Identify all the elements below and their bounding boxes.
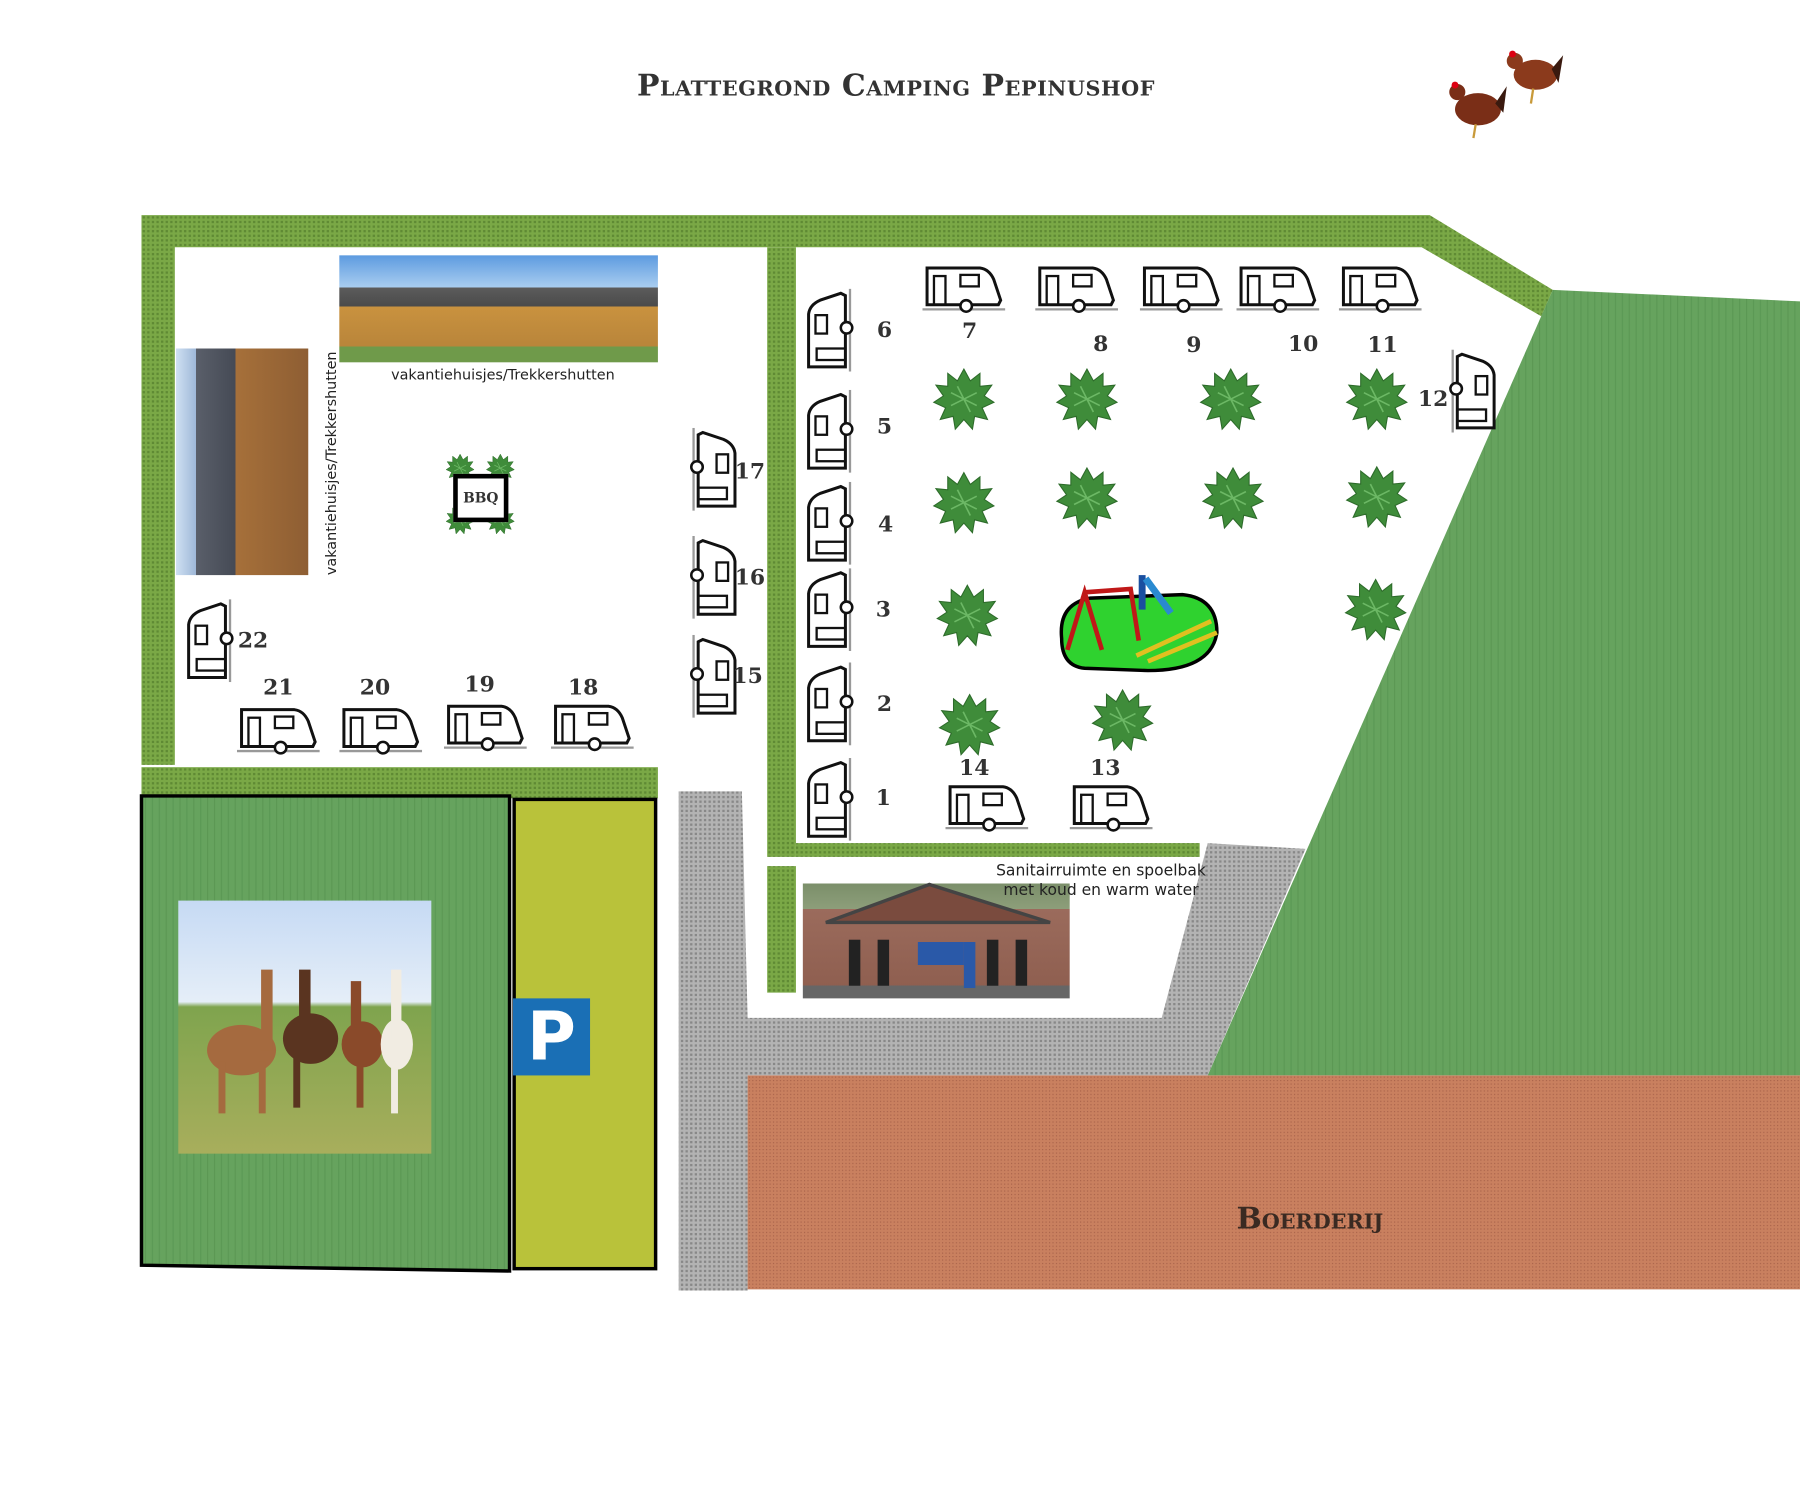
pitch-2-caravan-icon[interactable] bbox=[804, 663, 857, 746]
alpacas-icon bbox=[207, 969, 413, 1114]
tree-icon bbox=[1055, 466, 1119, 530]
parking-sign: P bbox=[512, 998, 591, 1076]
farm-label: Boerderij bbox=[1236, 1201, 1384, 1237]
tree-icon bbox=[1090, 688, 1154, 752]
pitch-20-label: 20 bbox=[359, 675, 391, 701]
pitch-18-label: 18 bbox=[567, 675, 599, 701]
cabins-photo-vertical bbox=[175, 348, 309, 576]
map-title: Plattegrond Camping Pepinushof bbox=[636, 69, 1156, 104]
pitch-22-caravan-icon[interactable] bbox=[184, 599, 237, 682]
pitch-3-caravan-icon[interactable] bbox=[804, 568, 857, 651]
pitch-9-caravan-icon[interactable] bbox=[1140, 263, 1223, 316]
green-field bbox=[1207, 289, 1800, 1076]
chickens-icon bbox=[1449, 50, 1564, 139]
pitch-2-label: 2 bbox=[876, 691, 893, 717]
tree-icon bbox=[1201, 466, 1265, 530]
pitch-1-label: 1 bbox=[875, 785, 891, 811]
pitch-20-caravan-icon[interactable] bbox=[339, 705, 422, 758]
sanitary-building-photo bbox=[802, 870, 1070, 999]
pitch-16-label: 16 bbox=[734, 564, 766, 591]
pitch-4-caravan-icon[interactable] bbox=[804, 482, 857, 565]
tree-icon bbox=[1345, 367, 1409, 431]
pitch-17-label: 17 bbox=[734, 458, 766, 485]
tree-icon bbox=[1199, 367, 1263, 431]
playground-icon bbox=[1059, 575, 1219, 673]
farm-area bbox=[747, 1075, 1800, 1290]
pitch-6-caravan-icon[interactable] bbox=[804, 289, 857, 372]
pitch-1-caravan-icon[interactable] bbox=[804, 758, 857, 841]
tree-icon bbox=[1343, 577, 1407, 641]
tree-icon bbox=[932, 367, 996, 431]
pitch-15-label: 15 bbox=[732, 663, 763, 689]
pitch-7-caravan-icon[interactable] bbox=[922, 263, 1005, 316]
sanitary-caption-line2: met koud en warm water bbox=[1003, 881, 1199, 900]
pitch-10-label: 10 bbox=[1287, 331, 1319, 357]
pitch-16-caravan-icon[interactable] bbox=[687, 536, 740, 619]
pitch-13-label: 13 bbox=[1090, 755, 1121, 781]
pitch-8-caravan-icon[interactable] bbox=[1035, 263, 1118, 316]
pitch-19-label: 19 bbox=[464, 671, 495, 698]
tree-icon bbox=[1345, 465, 1409, 529]
pitch-13-caravan-icon[interactable] bbox=[1070, 782, 1153, 835]
pitch-17-caravan-icon[interactable] bbox=[687, 428, 740, 511]
pitch-14-caravan-icon[interactable] bbox=[945, 782, 1028, 835]
pitch-21-label: 21 bbox=[263, 675, 294, 701]
cabins-caption-vertical: vakantiehuisjes/Trekkershutten bbox=[322, 351, 340, 576]
tree-icon bbox=[935, 583, 999, 647]
pitch-7-label: 7 bbox=[962, 318, 978, 344]
pitch-11-caravan-icon[interactable] bbox=[1339, 263, 1422, 316]
cabins-caption: vakantiehuisjes/Trekkershutten bbox=[391, 365, 615, 384]
pitch-14-label: 14 bbox=[959, 755, 990, 781]
pitch-11-label: 11 bbox=[1367, 332, 1398, 358]
pitch-9-label: 9 bbox=[1186, 332, 1202, 358]
pitch-22-label: 22 bbox=[237, 628, 269, 654]
alpaca-photo bbox=[178, 900, 432, 1154]
road bbox=[678, 791, 1306, 1291]
pitch-21-caravan-icon[interactable] bbox=[237, 705, 320, 758]
pitch-4-label: 4 bbox=[878, 511, 894, 538]
cabins-photo bbox=[339, 255, 658, 363]
pitch-12-label: 12 bbox=[1417, 386, 1449, 412]
pitch-8-label: 8 bbox=[1093, 331, 1109, 357]
pitch-12-caravan-icon[interactable] bbox=[1446, 350, 1499, 433]
sanitary-caption: Sanitairruimte en spoelbak met koud en w… bbox=[996, 861, 1206, 900]
pitch-5-label: 5 bbox=[876, 414, 893, 440]
tree-icon bbox=[937, 692, 1001, 756]
pitch-18-caravan-icon[interactable] bbox=[551, 702, 634, 755]
tree-icon bbox=[932, 470, 996, 534]
pitch-3-label: 3 bbox=[875, 596, 891, 623]
sanitary-caption-line1: Sanitairruimte en spoelbak bbox=[996, 861, 1206, 880]
bbq-area: BBQ bbox=[453, 473, 509, 523]
pitch-5-caravan-icon[interactable] bbox=[804, 390, 857, 473]
pitch-6-label: 6 bbox=[876, 317, 893, 343]
tree-icon bbox=[1055, 367, 1119, 431]
pitch-19-caravan-icon[interactable] bbox=[444, 702, 527, 755]
pitch-10-caravan-icon[interactable] bbox=[1236, 263, 1319, 316]
